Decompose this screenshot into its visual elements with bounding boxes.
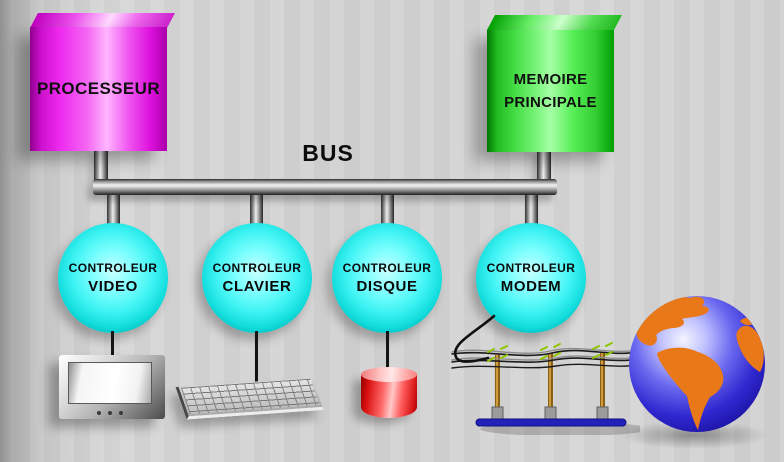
modem-cable [453,314,496,363]
wire-insulators [487,342,613,362]
disk-top-face [361,367,417,382]
memory-box-top-face [487,15,622,30]
controller-modem-label1: CONTROLEUR [486,261,576,275]
video-cable [111,331,114,357]
controller-video-label2: VIDEO [88,278,138,295]
bus-stub-video [107,193,120,227]
processor-box-top-face [30,13,175,28]
controller-modem: CONTROLEUR MODEM [476,223,586,333]
bus-stub-clavier [250,193,263,227]
controller-disque-label1: CONTROLEUR [342,261,432,275]
memory-label-line1: MEMOIRE [513,71,588,88]
clavier-cable [255,331,258,385]
bus-pipe-memory [537,150,551,181]
controller-disque: CONTROLEUR DISQUE [332,223,442,333]
monitor-buttons [59,411,161,415]
controller-clavier: CONTROLEUR CLAVIER [202,223,312,333]
memory-label-line2: PRINCIPALE [504,94,597,111]
keyboard-keys [180,378,320,415]
controller-clavier-label2: CLAVIER [222,278,292,295]
phone-lines-icon [451,314,640,435]
processor-box: PROCESSEUR [30,27,167,151]
controller-modem-label2: MODEM [500,278,562,295]
controller-disque-label2: DISQUE [356,278,418,295]
memory-box: MEMOIRE PRINCIPALE [487,30,614,152]
controller-video: CONTROLEUR VIDEO [58,223,168,333]
controller-clavier-label1: CONTROLEUR [212,261,302,275]
bus-bar [93,179,557,195]
monitor-icon [59,355,165,419]
keyboard-icon [175,377,324,420]
bus-pipe-processor [94,149,108,181]
controller-video-label1: CONTROLEUR [68,261,158,275]
bus-stub-disque [381,193,394,227]
globe-icon [629,296,765,432]
monitor-screen [68,362,152,404]
disque-cable [386,331,389,371]
bus-stub-modem [525,193,538,227]
processor-label: PROCESSEUR [36,79,161,98]
bus-label: BUS [302,140,354,166]
